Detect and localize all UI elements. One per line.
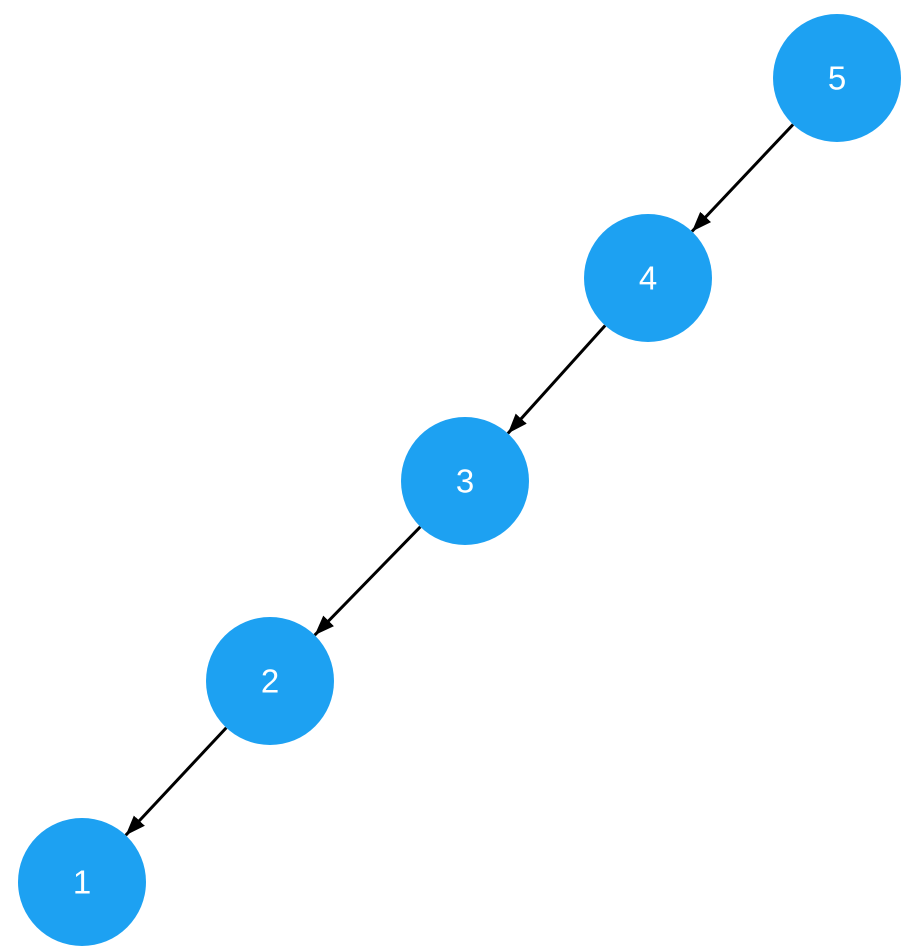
edge-3-to-2 xyxy=(313,525,422,637)
node-circle-3 xyxy=(401,417,529,545)
node-circle-5 xyxy=(773,14,901,142)
node-3: 3 xyxy=(401,417,529,545)
node-circle-1 xyxy=(18,818,146,946)
edge-5-to-4 xyxy=(690,123,795,233)
node-circle-4 xyxy=(584,214,712,342)
node-1: 1 xyxy=(18,818,146,946)
node-4: 4 xyxy=(584,214,712,342)
node-2: 2 xyxy=(206,617,334,745)
node-5: 5 xyxy=(773,14,901,142)
edge-2-to-1 xyxy=(124,726,228,837)
edge-4-to-3 xyxy=(506,324,607,435)
node-circle-2 xyxy=(206,617,334,745)
